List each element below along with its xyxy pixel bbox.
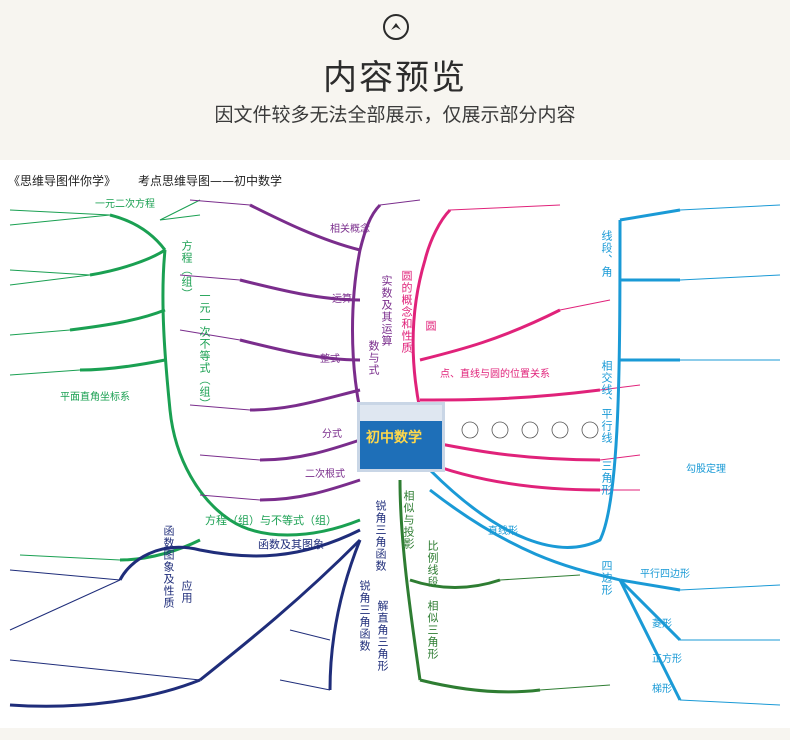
mind-map-branches xyxy=(9,199,781,708)
branch-ratio: 比例线段 xyxy=(426,540,439,588)
branch-triangle: 三角形 xyxy=(600,460,613,496)
center-card-strip xyxy=(360,405,442,421)
branch-parallel: 相交线、平行线 xyxy=(600,360,613,444)
branch-square: 正方形 xyxy=(652,654,682,665)
branch-circle: 圆 xyxy=(424,320,437,332)
branch-radical: 二次根式 xyxy=(305,469,345,480)
preview-title: 内容预览 xyxy=(323,58,467,98)
preview-header: 内容预览 因文件较多无法全部展示，仅展示部分内容 xyxy=(0,0,790,160)
branch-real-num: 实数及其运算 xyxy=(380,275,393,347)
preview-subtitle: 因文件较多无法全部展示，仅展示部分内容 xyxy=(214,104,576,126)
branch-sim-tri: 相似三角形 xyxy=(426,600,439,660)
branch-eq-group: 方程（组） xyxy=(180,240,193,300)
mind-map-poster: 《思维导图伴你学》 考点思维导图——初中数学 初中数学 数与式 实数及其运算 方… xyxy=(0,160,790,728)
center-topic: 初中数学 xyxy=(357,402,445,472)
branch-parallelogram: 平行四边形 xyxy=(640,569,690,580)
branch-factor: 整式 xyxy=(320,354,340,365)
branch-app: 应用 xyxy=(180,580,193,604)
branch-trig: 锐角三角函数 xyxy=(374,500,387,572)
center-topic-label: 初中数学 xyxy=(366,430,422,446)
branch-quad: 四边形 xyxy=(600,560,613,596)
branch-straight: 直线形 xyxy=(488,526,518,537)
branch-similar: 相似与投影 xyxy=(402,490,415,550)
poster-subtitle: 考点思维导图——初中数学 xyxy=(138,174,283,188)
branch-ineq: 一元一次不等式（组） xyxy=(198,290,211,410)
branch-num-expr: 数与式 xyxy=(367,340,380,376)
branch-rhombus: 菱形 xyxy=(652,619,672,630)
branch-fraction: 分式 xyxy=(322,429,342,440)
branch-rect: 平面直角坐标系 xyxy=(60,392,130,403)
branch-line-circle: 点、直线与圆的位置关系 xyxy=(440,369,550,380)
branch-lines: 线段、角 xyxy=(600,230,613,278)
branch-equation: 方程（组）与不等式（组） xyxy=(205,514,337,527)
branch-func-prop: 函数图象及性质 xyxy=(162,525,175,609)
poster-series: 《思维导图伴你学》 xyxy=(8,174,117,188)
branch-calc: 运算 xyxy=(332,294,352,305)
branch-sq-eq: 一元二次方程 xyxy=(95,199,155,210)
chevron-up-circle-icon xyxy=(383,14,409,40)
bottom-band xyxy=(0,728,790,740)
branch-trapezoid: 梯形 xyxy=(652,684,672,695)
branch-rel-concept: 相关概念 xyxy=(330,224,370,235)
branch-solve: 解直角三角形 xyxy=(376,600,389,672)
branch-trig-sub: 锐角三角函数 xyxy=(358,580,371,652)
branch-pythag: 勾股定理 xyxy=(686,464,726,475)
branch-circle-prop: 圆的概念和性质 xyxy=(400,270,413,354)
branch-function: 函数及其图象 xyxy=(258,538,324,551)
